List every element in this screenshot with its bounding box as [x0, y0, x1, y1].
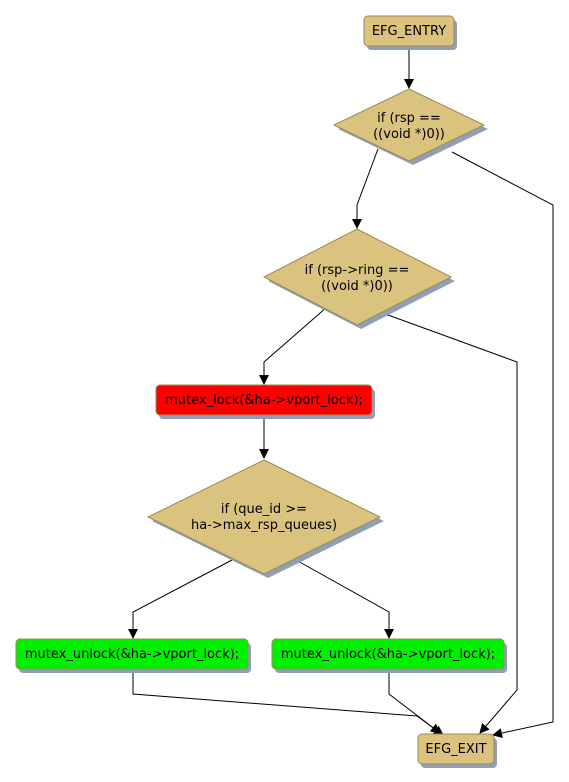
decision-rsp-null-shape [332, 88, 486, 162]
unlock-right-node: mutex_unlock(&ha->vport_lock); [271, 638, 507, 673]
decision-ring-null-line2: ((void *)0)) [321, 279, 393, 294]
decision-ring-null: if (rsp->ring == ((void *)0)) [262, 228, 455, 329]
decision-rsp-null: if (rsp == ((void *)0)) [332, 88, 488, 165]
lock-node: mutex_lock(&ha->vport_lock); [155, 384, 375, 419]
unlock-right-node-box [271, 638, 505, 670]
entry-node-label: EFG_ENTRY [372, 24, 446, 39]
edge-cond1-to-cond2 [352, 148, 379, 229]
decision-que-id-line2: ha->max_rsp_queues) [191, 518, 337, 533]
decision-rsp-null-line1: if (rsp == [377, 111, 441, 126]
decision-que-id: if (que_id >= ha->max_rsp_queues) [146, 459, 384, 578]
edge-cond3-to-unlock-left [128, 559, 233, 639]
edge-cond1-to-exit [451, 151, 554, 738]
decision-rsp-null-line2: ((void *)0)) [373, 127, 445, 142]
decision-que-id-line1: if (que_id >= [221, 502, 307, 517]
decision-que-id-shape [146, 459, 382, 575]
exit-node: EFG_EXIT [417, 733, 497, 768]
edge-unlock-left-to-exit [132, 668, 444, 736]
unlock-left-node: mutex_unlock(&ha->vport_lock); [15, 638, 251, 673]
unlock-right-node-label: mutex_unlock(&ha->vport_lock); [281, 647, 495, 662]
decision-ring-null-shape [262, 228, 453, 326]
exit-node-box [417, 733, 495, 765]
edge-cond2-to-exit [376, 310, 518, 734]
unlock-left-node-label: mutex_unlock(&ha->vport_lock); [25, 647, 239, 662]
lock-node-label: mutex_lock(&ha->vport_lock); [165, 393, 363, 408]
entry-node: EFG_ENTRY [363, 15, 457, 50]
unlock-left-node-box [15, 638, 249, 670]
lock-node-box [155, 384, 373, 416]
edges [128, 46, 554, 738]
edge-cond3-to-unlock-right [295, 559, 394, 639]
entry-node-box [363, 15, 455, 47]
decision-ring-null-line1: if (rsp->ring == [305, 263, 410, 278]
edge-unlock-right-to-exit [388, 668, 441, 734]
exit-node-label: EFG_EXIT [425, 742, 486, 757]
edge-cond2-to-lock [259, 306, 328, 385]
